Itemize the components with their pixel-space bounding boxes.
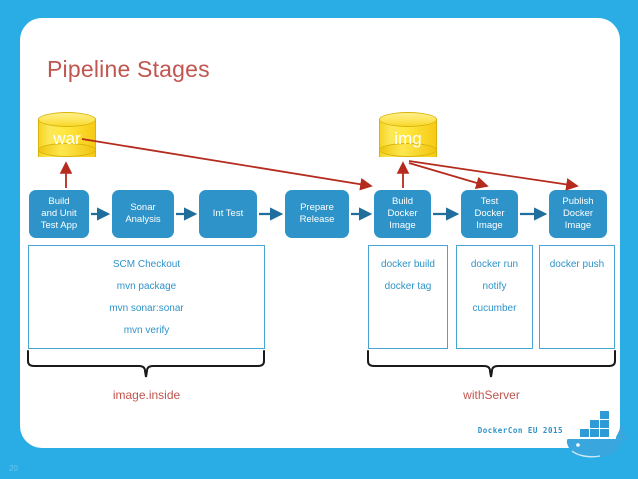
detail-line: mvn verify <box>123 325 170 336</box>
stage-label: Build Docker Image <box>387 196 418 231</box>
stage-sonar-analysis[interactable]: Sonar Analysis <box>112 190 174 238</box>
detail-line: cucumber <box>472 303 517 314</box>
artifact-cylinder-img[interactable]: img <box>379 112 437 164</box>
stage-publish-docker-image[interactable]: Publish Docker Image <box>549 190 607 238</box>
stage-build-and-unit-test-app[interactable]: Build and Unit Test App <box>29 190 89 238</box>
detail-line: mvn package <box>116 281 177 292</box>
stage-int-test[interactable]: Int Test <box>199 190 257 238</box>
slide-number: 20 <box>9 464 18 473</box>
detail-box-publish-docker-steps: docker push <box>539 245 615 349</box>
artifact-label-war: war <box>53 129 81 148</box>
stage-label: Int Test <box>212 208 244 219</box>
detail-line: docker tag <box>384 281 432 292</box>
stage-test-docker-image[interactable]: Test Docker Image <box>461 190 518 238</box>
detail-line: mvn sonar:sonar <box>109 303 184 314</box>
brace-label-image-inside: image.inside <box>112 388 181 402</box>
detail-box-test-docker-steps: docker run notify cucumber <box>456 245 533 349</box>
cylinder-top <box>38 112 96 127</box>
stage-label: Prepare Release <box>299 202 335 225</box>
detail-box-build-docker-steps: docker build docker tag <box>368 245 448 349</box>
detail-line: notify <box>482 281 507 292</box>
stage-label: Build and Unit Test App <box>40 196 78 231</box>
brace-label-with-server: withServer <box>463 388 520 402</box>
detail-line: docker push <box>549 259 605 270</box>
detail-box-maven-steps: SCM Checkout mvn package mvn sonar:sonar… <box>28 245 265 349</box>
cylinder-bottom <box>379 143 437 157</box>
artifact-cylinder-war[interactable]: war <box>38 112 96 164</box>
detail-line: docker build <box>381 259 435 270</box>
page-title: Pipeline Stages <box>47 56 210 82</box>
stage-label: Test Docker Image <box>474 196 505 231</box>
stage-prepare-release[interactable]: Prepare Release <box>285 190 349 238</box>
stage-label: Sonar Analysis <box>125 202 161 225</box>
event-label: DockerCon EU 2015 <box>477 426 563 435</box>
artifact-label-img: img <box>394 129 422 148</box>
stage-label: Publish Docker Image <box>562 196 594 231</box>
detail-line: docker run <box>470 259 519 270</box>
docker-whale-logo <box>566 411 629 458</box>
cylinder-top <box>379 112 437 127</box>
stage-build-docker-image[interactable]: Build Docker Image <box>374 190 431 238</box>
detail-line: SCM Checkout <box>112 259 181 270</box>
